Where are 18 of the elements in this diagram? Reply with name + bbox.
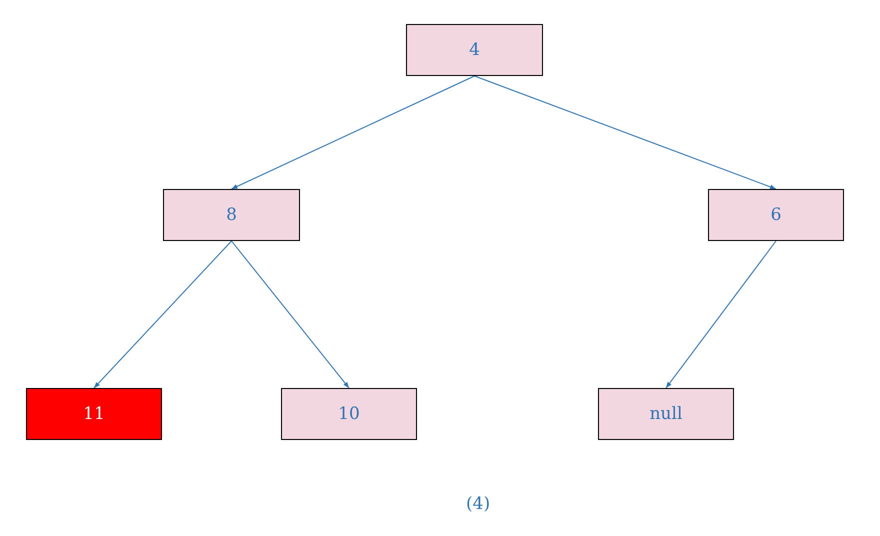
node-value: 6 [770,205,782,225]
node-value: 4 [469,40,480,60]
caption: (4) [466,494,490,514]
arrow [474,76,776,190]
arrow [231,240,350,388]
arrow [666,240,776,388]
node-value: 8 [226,205,237,225]
tree-node-box [163,189,300,241]
tree-node-box [281,388,417,440]
tree-node-box [598,388,734,440]
node-value: null [650,404,682,424]
tree-node-box [26,388,162,440]
tree-node-box [406,24,543,76]
arrow [231,76,475,190]
arrow [94,240,232,388]
node-value: 10 [338,404,360,424]
node-value: 11 [83,404,105,424]
tree-node-box [708,189,844,241]
